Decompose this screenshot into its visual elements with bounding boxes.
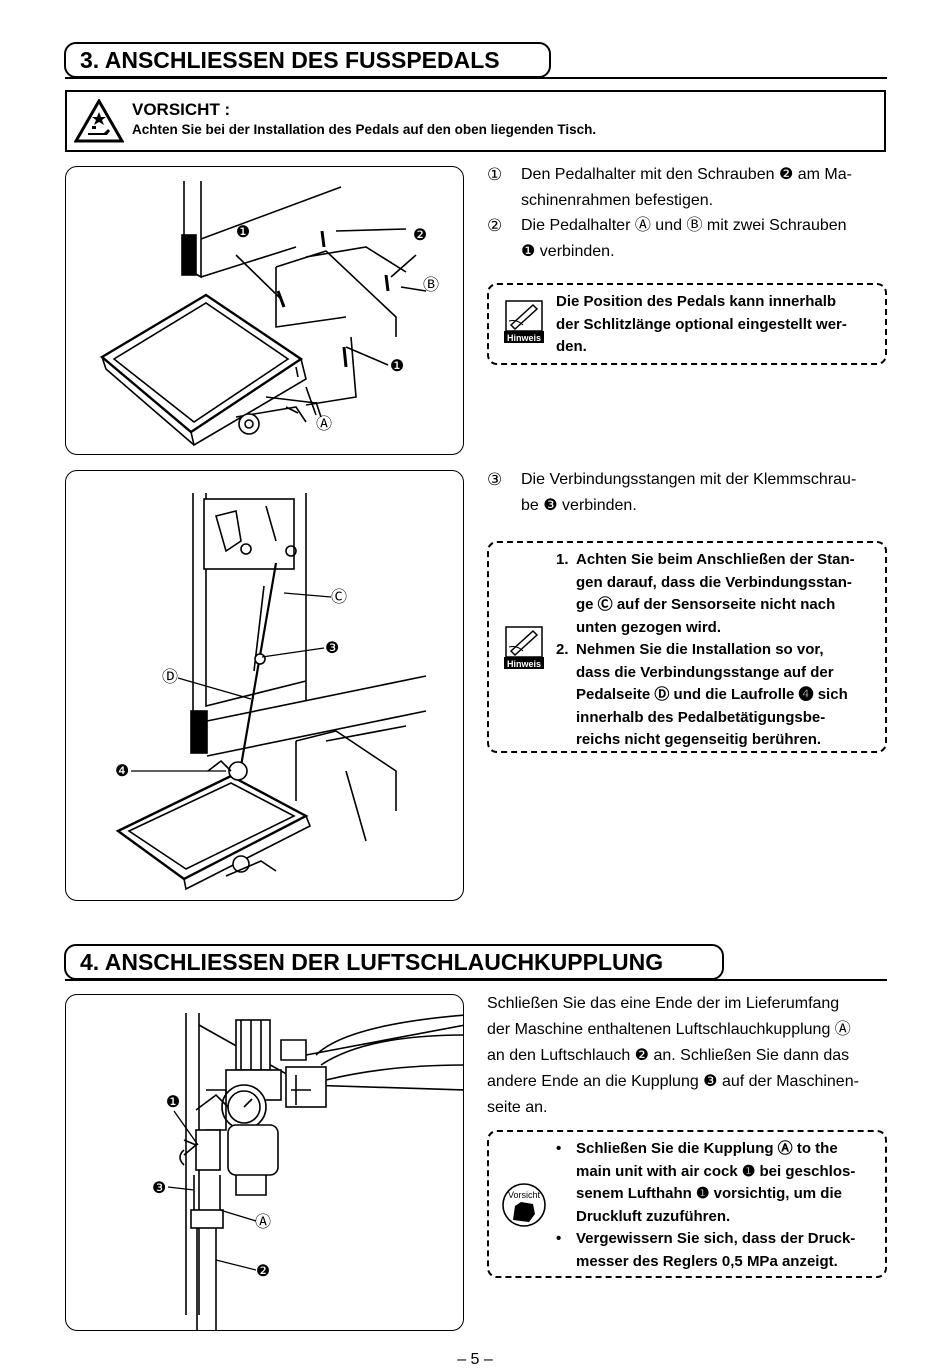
- vorsicht-list: • Schließen Sie die Kupplung Ⓐ to the ma…: [556, 1138, 886, 1273]
- step-3-text-a: Die Verbindungsstangen mit der Klemmschr…: [521, 471, 857, 488]
- step-2-ref-b: Ⓑ: [686, 217, 703, 234]
- list-item-bullet: •: [556, 1230, 562, 1247]
- step-2: ② Die Pedalhalter Ⓐ und Ⓑ mit zwei Schra…: [487, 213, 887, 265]
- step-3-text-b: be: [521, 497, 544, 514]
- fig3-label-coupling-a: Ⓐ: [255, 1212, 271, 1231]
- note2-item2-line-2: dass die Verbindungsstange auf der: [576, 663, 834, 681]
- list-item: 2. Nehmen Sie die Installation so vor, d…: [556, 639, 886, 752]
- fig3-label-hose-2: ❷: [256, 1261, 270, 1280]
- caution-item1-line-4: Druckluft zuzuführen.: [576, 1207, 731, 1225]
- step-3-text-c: verbinden.: [557, 497, 637, 514]
- list-item-number: 2.: [556, 641, 569, 658]
- air-coupling-illustration: ❶ ❸ Ⓐ ❷: [152, 1013, 463, 1330]
- note2-item1-line-3: ge Ⓒ auf der Sensorseite nicht nach: [576, 596, 836, 613]
- paragraph-line-1: Schließen Sie das eine Ende der im Liefe…: [487, 995, 840, 1012]
- list-item-number: 1.: [556, 551, 569, 568]
- connecting-rod-illustration: Ⓒ ❸ Ⓓ ❹: [115, 493, 427, 891]
- caution-item1-line-3: senem Lufthahn ❶ vorsichtig, um die: [576, 1185, 842, 1202]
- pedal-holder-illustration: ❶ ❷ Ⓑ ❶ Ⓐ: [99, 181, 439, 447]
- section3-rule: [65, 77, 887, 79]
- caution-title: VORSICHT :: [132, 100, 231, 119]
- hinweis-note-2: Hinweis 1. Achten Sie beim Anschließen d…: [487, 541, 887, 753]
- caution-item1-line-1: Schließen Sie die Kupplung Ⓐ to the: [576, 1140, 838, 1157]
- paragraph-line-4: andere Ende an die Kupplung ❸ auf der Ma…: [487, 1073, 859, 1090]
- hinweis-icon: Hinweis: [504, 626, 544, 669]
- vorsicht-icon-label: Vorsicht: [508, 1190, 541, 1200]
- caution-item2-line-2: messer des Reglers 0,5 MPa anzeigt.: [576, 1252, 838, 1270]
- step-1-ref-screw-2: ❷: [778, 166, 794, 183]
- caution-text: Achten Sie bei der Installation des Peda…: [132, 122, 597, 137]
- list-item: 1. Achten Sie beim Anschließen der Stan-…: [556, 549, 886, 639]
- step-3-number: ③: [487, 470, 503, 489]
- hinweis-icon-label: Hinweis: [507, 659, 541, 669]
- warning-hand-icon: [74, 99, 124, 143]
- fig3-label-air-cock-1: ❶: [166, 1092, 180, 1111]
- caution-box: VORSICHT : Achten Sie bei der Installati…: [65, 90, 886, 152]
- fig2-label-clamp-screw-3: ❸: [325, 638, 339, 657]
- fig3-label-coupling-3: ❸: [152, 1178, 166, 1197]
- paragraph-line-3: an den Luftschlauch ❷ an. Schließen Sie …: [487, 1047, 850, 1064]
- fig2-label-roller-4: ❹: [115, 761, 129, 780]
- fig2-label-rod-d: Ⓓ: [162, 667, 178, 686]
- fig1-label-screw-1: ❶: [236, 222, 250, 241]
- note2-item2-line-3: Pedalseite Ⓓ und die Laufrolle ❹ sich: [576, 686, 848, 703]
- section4-paragraph: Schließen Sie das eine Ende der im Liefe…: [487, 991, 887, 1121]
- step-2-ref-a: Ⓐ: [634, 217, 651, 234]
- step-2-text-a: Die Pedalhalter: [521, 217, 635, 234]
- note2-item2-line-1: Nehmen Sie die Installation so vor,: [576, 641, 824, 658]
- note2-item2-line-4: innerhalb des Pedalbetätigungsbe-: [576, 708, 826, 726]
- step-1-text-a: Den Pedalhalter mit den Schrauben: [521, 166, 779, 183]
- fig1-label-screw-2: ❷: [413, 225, 427, 244]
- step-3-ref-screw-3: ❸: [543, 497, 558, 514]
- connecting-rod-figure: Ⓒ ❸ Ⓓ ❹: [65, 470, 464, 901]
- step-2-ref-screw-1: ❶: [521, 243, 536, 260]
- list-item: • Vergewissern Sie sich, dass der Druck-…: [556, 1228, 886, 1273]
- list-item-bullet: •: [556, 1140, 562, 1157]
- fig2-label-rod-c: Ⓒ: [331, 587, 347, 606]
- note1-line-2: der Schlitzlänge optional eingestellt we…: [556, 315, 847, 333]
- fig1-label-holder-a: Ⓐ: [316, 414, 332, 433]
- fig1-label-holder-b: Ⓑ: [423, 275, 439, 294]
- vorsicht-icon: Vorsicht: [502, 1183, 546, 1227]
- page-number: – 5 –: [457, 1351, 493, 1368]
- step-1: ① Den Pedalhalter mit den Schrauben ❷ am…: [487, 162, 887, 214]
- fig1-label-screw-1b: ❶: [390, 356, 404, 375]
- step-1-text-c: schinenrahmen befestigen.: [521, 192, 714, 209]
- step-2-text-d: verbinden.: [535, 243, 615, 260]
- note2-item1-line-4: unten gezogen wird.: [576, 618, 721, 636]
- caution-item2-line-1: Vergewissern Sie sich, dass der Druck-: [576, 1230, 856, 1247]
- hinweis-icon-label: Hinweis: [507, 333, 541, 343]
- note1-line-1: Die Position des Pedals kann innerhalb: [556, 293, 837, 310]
- caution-item1-line-2: main unit with air cock ❶ bei geschlos-: [576, 1162, 856, 1180]
- pedal-holder-figure: ❶ ❷ Ⓑ ❶ Ⓐ: [65, 166, 464, 455]
- air-coupling-figure: ❶ ❸ Ⓐ ❷: [65, 994, 464, 1331]
- paragraph-line-5: seite an.: [487, 1099, 548, 1116]
- vorsicht-note: Vorsicht • Schließen Sie die Kupplung Ⓐ …: [487, 1130, 887, 1278]
- note2-item1-line-2: gen darauf, dass die Verbindungsstan-: [576, 573, 852, 591]
- section4-title: 4. ANSCHLIESSEN DER LUFTSCHLAUCHKUPPLUNG: [64, 944, 724, 980]
- step-1-text-b: am Ma-: [793, 166, 852, 183]
- step-2-text-c: mit zwei Schrauben: [702, 217, 847, 234]
- paragraph-line-2: der Maschine enthaltenen Luftschlauchkup…: [487, 1021, 851, 1038]
- section4-rule: [65, 979, 887, 981]
- hinweis-note-1: Hinweis Die Position des Pedals kann inn…: [487, 283, 887, 365]
- step-1-number: ①: [487, 165, 503, 184]
- step-2-number: ②: [487, 216, 503, 235]
- step-2-text-b: und: [650, 217, 687, 234]
- step-3: ③ Die Verbindungsstangen mit der Klemmsc…: [487, 467, 887, 519]
- note2-item1-line-1: Achten Sie beim Anschließen der Stan-: [576, 551, 855, 568]
- section3-title: 3. ANSCHLIESSEN DES FUSSPEDALS: [64, 42, 551, 78]
- note2-list: 1. Achten Sie beim Anschließen der Stan-…: [556, 549, 886, 752]
- hinweis-icon: Hinweis: [504, 300, 544, 343]
- note1-line-3: den.: [556, 338, 587, 355]
- note2-item2-line-5: reichs nicht gegenseitig berühren.: [576, 731, 822, 748]
- list-item: • Schließen Sie die Kupplung Ⓐ to the ma…: [556, 1138, 886, 1228]
